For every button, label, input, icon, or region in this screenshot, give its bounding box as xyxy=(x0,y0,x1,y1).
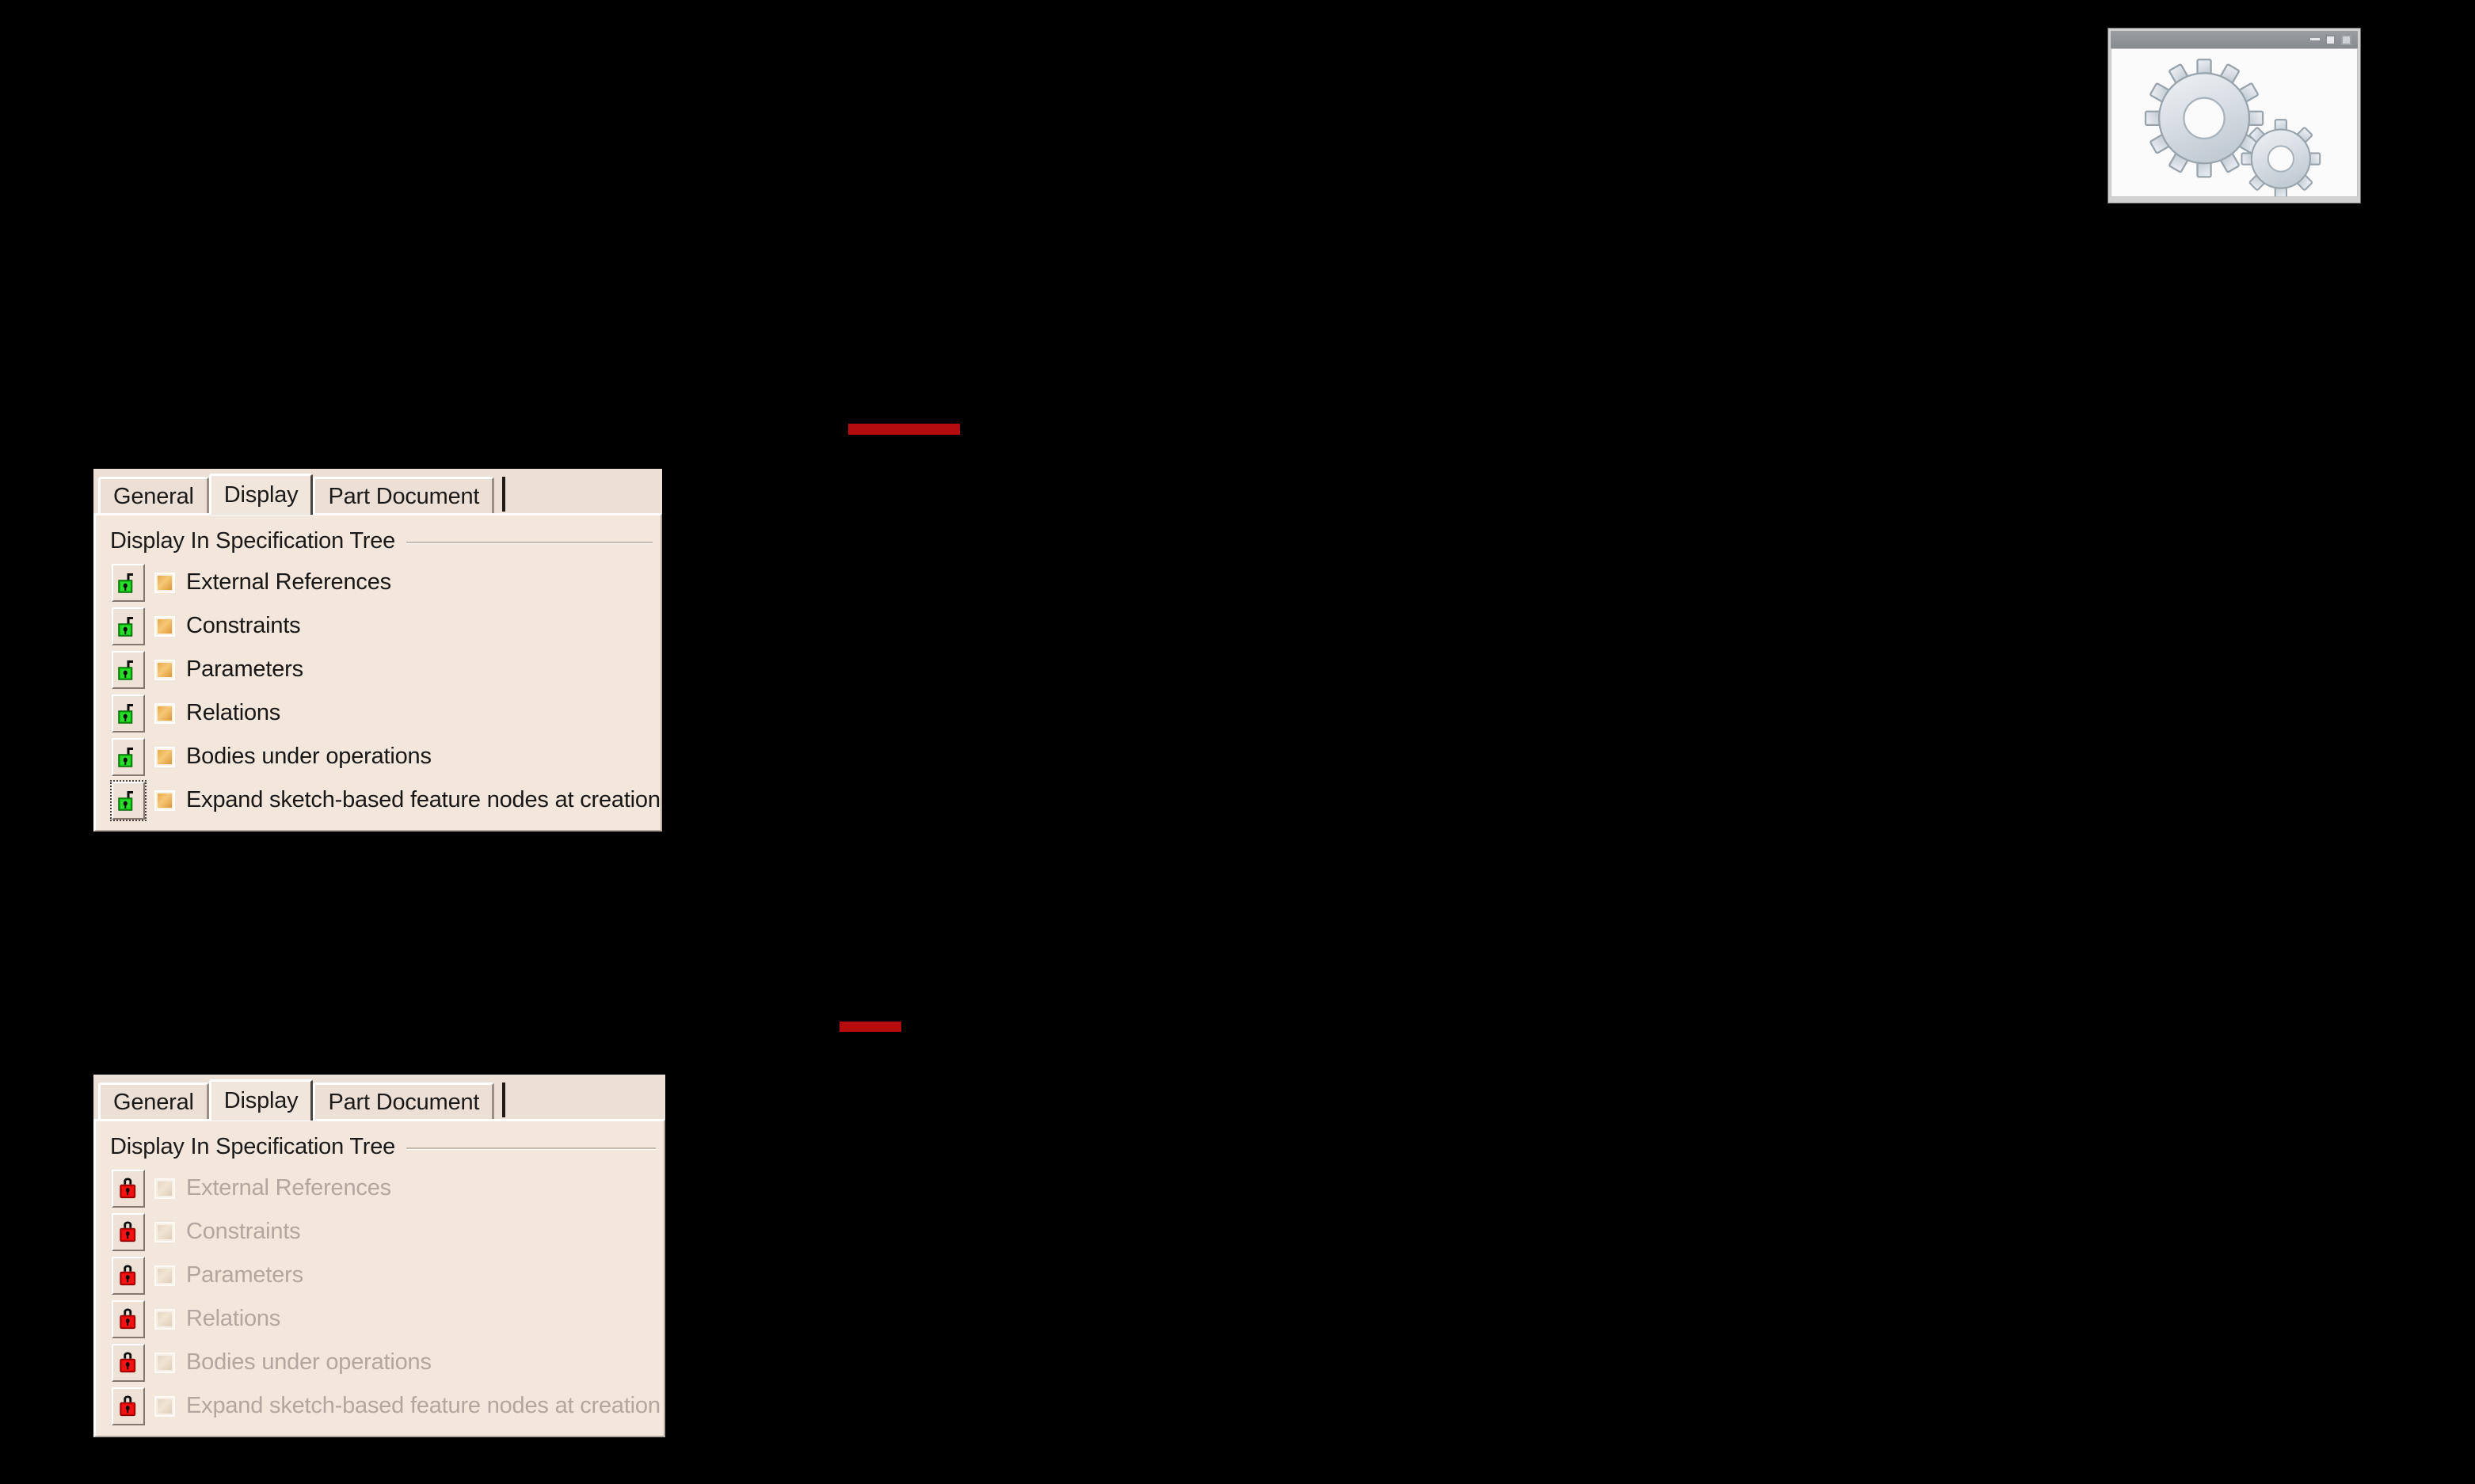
window-titlebar[interactable] xyxy=(2111,31,2358,48)
gear-preview-window[interactable] xyxy=(2108,28,2361,204)
option-label: Bodies under operations xyxy=(186,744,432,769)
option-row-bodies-under-operations: Bodies under operations xyxy=(96,735,661,778)
close-button[interactable] xyxy=(2341,34,2351,45)
redaction-bar-bottom xyxy=(840,1022,901,1032)
tab-display[interactable]: Display xyxy=(208,474,314,515)
padlock-closed-red-icon[interactable] xyxy=(112,1169,145,1208)
tabstrip: General Display Part Document xyxy=(93,1075,665,1121)
tree-node-orange-icon xyxy=(154,702,175,724)
options-panel-locked: General Display Part Document Display In… xyxy=(93,1075,665,1437)
padlock-closed-red-icon[interactable] xyxy=(112,1343,145,1382)
tree-node-orange-icon xyxy=(154,746,175,767)
group-rule xyxy=(406,1147,656,1150)
option-label: Expand sketch-based feature nodes at cre… xyxy=(186,787,661,812)
option-row-external-references: External References xyxy=(96,561,661,604)
padlock-closed-red-icon[interactable] xyxy=(112,1212,145,1251)
padlock-closed-red-icon[interactable] xyxy=(112,1256,145,1295)
option-label: Parameters xyxy=(186,1262,303,1288)
option-row-parameters: Parameters xyxy=(96,648,661,691)
tabstrip-end-divider xyxy=(502,1083,506,1117)
option-list: External References Constraints xyxy=(96,1164,664,1436)
group-header: Display In Specification Tree xyxy=(96,523,661,558)
tab-part-document[interactable]: Part Document xyxy=(313,1083,495,1119)
padlock-closed-red-icon[interactable] xyxy=(112,1387,145,1425)
tree-node-orange-disabled-icon xyxy=(154,1395,175,1417)
group-rule xyxy=(406,541,653,544)
padlock-closed-red-icon[interactable] xyxy=(112,1299,145,1338)
option-label: Expand sketch-based feature nodes at cre… xyxy=(186,1393,661,1418)
option-row-relations: Relations xyxy=(96,1297,664,1341)
tree-node-orange-disabled-icon xyxy=(154,1308,175,1330)
tree-node-orange-disabled-icon xyxy=(154,1221,175,1242)
panel-body: Display In Specification Tree External R… xyxy=(93,1119,665,1437)
tree-node-orange-disabled-icon xyxy=(154,1265,175,1286)
option-row-external-references: External References xyxy=(96,1166,664,1210)
option-row-bodies-under-operations: Bodies under operations xyxy=(96,1341,664,1384)
option-list: External References Constraints xyxy=(96,558,661,830)
tree-node-orange-icon xyxy=(154,790,175,811)
option-row-expand-sketch-based-feature-nodes: Expand sketch-based feature nodes at cre… xyxy=(96,778,661,822)
option-label: Parameters xyxy=(186,656,303,682)
padlock-open-green-icon[interactable] xyxy=(110,779,147,821)
padlock-open-green-icon[interactable] xyxy=(112,607,145,645)
padlock-open-green-icon[interactable] xyxy=(112,694,145,732)
option-label: External References xyxy=(186,569,391,595)
tree-node-orange-icon xyxy=(154,615,175,637)
padlock-open-green-icon[interactable] xyxy=(112,737,145,776)
group-header: Display In Specification Tree xyxy=(96,1129,664,1164)
redaction-bar-top xyxy=(848,424,960,435)
tree-node-orange-disabled-icon xyxy=(154,1352,175,1373)
option-label: Bodies under operations xyxy=(186,1349,432,1375)
minimize-button[interactable] xyxy=(2310,37,2320,40)
option-label: Relations xyxy=(186,700,281,725)
option-row-expand-sketch-based-feature-nodes: Expand sketch-based feature nodes at cre… xyxy=(96,1384,664,1428)
tab-display[interactable]: Display xyxy=(208,1079,314,1121)
options-panel-unlocked: General Display Part Document Display In… xyxy=(93,469,662,831)
option-label: External References xyxy=(186,1175,391,1201)
tab-part-document[interactable]: Part Document xyxy=(313,477,495,513)
option-row-parameters: Parameters xyxy=(96,1254,664,1297)
group-title: Display In Specification Tree xyxy=(110,527,396,554)
group-title: Display In Specification Tree xyxy=(110,1133,396,1159)
option-label: Relations xyxy=(186,1306,281,1331)
tree-node-orange-disabled-icon xyxy=(154,1178,175,1199)
option-label: Constraints xyxy=(186,613,301,638)
tab-general[interactable]: General xyxy=(98,477,209,513)
tree-node-orange-icon xyxy=(154,659,175,680)
option-row-relations: Relations xyxy=(96,691,661,735)
padlock-open-green-icon[interactable] xyxy=(112,650,145,689)
padlock-open-green-icon[interactable] xyxy=(112,563,145,602)
two-gears-icon xyxy=(2111,48,2358,197)
tabstrip: General Display Part Document xyxy=(93,469,662,515)
maximize-button[interactable] xyxy=(2325,34,2336,45)
option-label: Constraints xyxy=(186,1219,301,1244)
option-row-constraints: Constraints xyxy=(96,604,661,648)
option-row-constraints: Constraints xyxy=(96,1210,664,1254)
tabstrip-end-divider xyxy=(502,477,506,512)
tab-general[interactable]: General xyxy=(98,1083,209,1119)
tree-node-orange-icon xyxy=(154,572,175,593)
panel-body: Display In Specification Tree External xyxy=(93,513,662,831)
